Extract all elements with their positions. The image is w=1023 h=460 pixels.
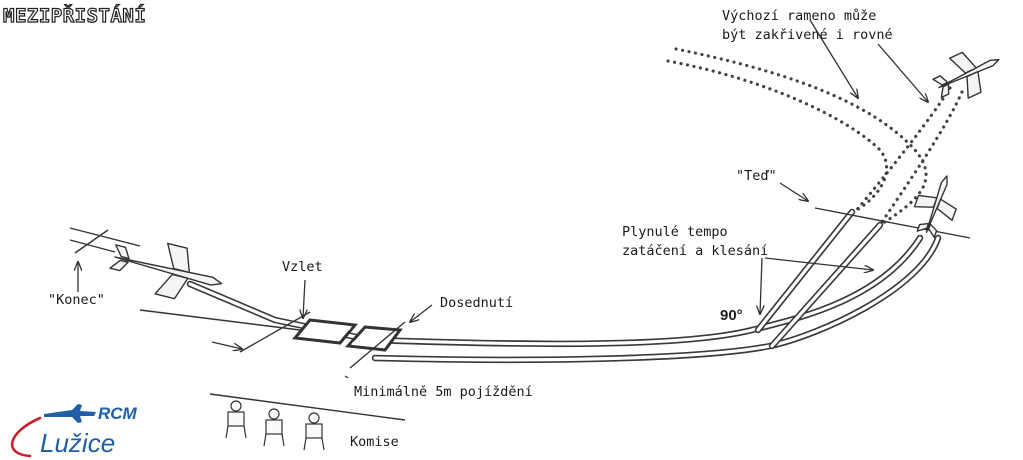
judge-3	[303, 412, 325, 451]
annotation-arrows	[78, 19, 928, 379]
logo-swoosh-icon	[10, 416, 42, 458]
now-label: "Teď"	[736, 168, 777, 184]
aircraft-top-right	[932, 51, 1000, 99]
logo-luzice-text: Lužice	[40, 428, 115, 458]
approach-note-line1: Výchozí rameno může	[722, 8, 876, 24]
judges-label: Komise	[350, 434, 399, 450]
approach-note-line2: být zakřivené i rovné	[722, 27, 893, 43]
rcm-luzice-logo: RCM Lužice	[10, 404, 138, 458]
min-taxi-label: Minimálně 5m pojíždění	[354, 384, 533, 400]
reference-lines	[69, 207, 971, 421]
judge-1	[225, 400, 247, 439]
logo-plane-icon	[44, 404, 96, 423]
diagram-title: MEZIPŘISTÁNÍ	[3, 3, 146, 27]
logo-rcm-text: RCM	[98, 404, 138, 423]
runway-boxes	[292, 318, 403, 352]
takeoff-label: Vzlet	[282, 259, 323, 275]
end-label: "Konec"	[48, 292, 105, 308]
turn-note-line2: zatáčení a klesání	[622, 243, 768, 259]
aircraft-turn	[913, 175, 957, 238]
angle-label: 90°	[720, 307, 743, 324]
turn-note-line1: Plynulé tempo	[622, 224, 728, 240]
aircraft-runway	[109, 242, 223, 300]
touchdown-label: Dosednutí	[440, 295, 513, 311]
judge-2	[263, 408, 285, 447]
judges	[225, 400, 325, 451]
approach-dotted-paths	[666, 47, 964, 227]
